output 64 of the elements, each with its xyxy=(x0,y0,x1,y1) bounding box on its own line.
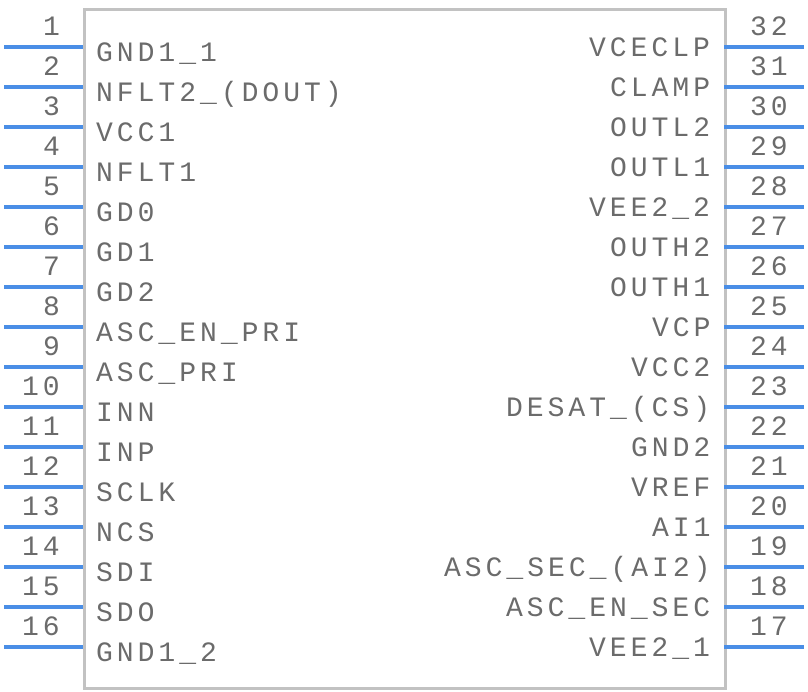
pin-name: INP xyxy=(96,440,158,470)
pin-number: 10 xyxy=(22,374,64,404)
pin-number: 12 xyxy=(22,454,64,484)
pin-name: GND1_2 xyxy=(96,640,221,670)
pin-name: NFLT1 xyxy=(96,160,200,190)
pin-name: AI1 xyxy=(652,515,714,545)
pin-number: 5 xyxy=(43,174,64,204)
pin-number: 7 xyxy=(43,254,64,284)
pin-name: VEE2_1 xyxy=(589,635,714,665)
pin-number: 4 xyxy=(43,134,64,164)
pin-name: ASC_SEC_(AI2) xyxy=(444,555,714,585)
pin-name: VCECLP xyxy=(589,35,714,65)
pin-number: 32 xyxy=(750,14,792,44)
pin-number: 15 xyxy=(22,574,64,604)
pin-number: 28 xyxy=(750,174,792,204)
pin-number: 21 xyxy=(750,454,792,484)
pin-number: 29 xyxy=(750,134,792,164)
pin-name: SCLK xyxy=(96,480,180,510)
pin-number: 27 xyxy=(750,214,792,244)
pin-number: 20 xyxy=(750,494,792,524)
pin-name: GD1 xyxy=(96,240,158,270)
pin-name: VREF xyxy=(631,475,714,505)
pin-name: NCS xyxy=(96,520,158,550)
pin-number: 13 xyxy=(22,494,64,524)
pin-name: NFLT2_(DOUT) xyxy=(96,80,346,110)
pin-name: ASC_EN_PRI xyxy=(96,320,304,350)
pin-name: ASC_PRI xyxy=(96,360,242,390)
pin-name: OUTL1 xyxy=(610,155,714,185)
pin-number: 17 xyxy=(750,614,792,644)
pin-name: OUTH2 xyxy=(610,235,714,265)
pin-number: 1 xyxy=(43,14,64,44)
pin-number: 25 xyxy=(750,294,792,324)
pin-number: 11 xyxy=(22,414,64,444)
pin-number: 22 xyxy=(750,414,792,444)
pin-name: GND2 xyxy=(631,435,714,465)
pin-name: VCC2 xyxy=(631,355,714,385)
pin-name: VCP xyxy=(652,315,714,345)
pin-name: VEE2_2 xyxy=(589,195,714,225)
pin-name: GD0 xyxy=(96,200,158,230)
pin-number: 2 xyxy=(43,54,64,84)
pin-number: 16 xyxy=(22,614,64,644)
pin-number: 3 xyxy=(43,94,64,124)
pin-number: 30 xyxy=(750,94,792,124)
pin-name: OUTH1 xyxy=(610,275,714,305)
pin-name: GND1_1 xyxy=(96,40,221,70)
pin-number: 23 xyxy=(750,374,792,404)
pin-name: OUTL2 xyxy=(610,115,714,145)
pin-number: 18 xyxy=(750,574,792,604)
pin-number: 6 xyxy=(43,214,64,244)
pin-number: 24 xyxy=(750,334,792,364)
pin-name: CLAMP xyxy=(610,75,714,105)
pin-number: 9 xyxy=(43,334,64,364)
pin-number: 31 xyxy=(750,54,792,84)
pin-name: SDO xyxy=(96,600,158,630)
pin-name: VCC1 xyxy=(96,120,180,150)
pin-name: INN xyxy=(96,400,158,430)
pin-name: ASC_EN_SEC xyxy=(506,595,714,625)
pin-number: 8 xyxy=(43,294,64,324)
pin-name: GD2 xyxy=(96,280,158,310)
pin-number: 19 xyxy=(750,534,792,564)
pin-number: 14 xyxy=(22,534,64,564)
pin-name: DESAT_(CS) xyxy=(506,395,714,425)
pin-name: SDI xyxy=(96,560,158,590)
pin-number: 26 xyxy=(750,254,792,284)
